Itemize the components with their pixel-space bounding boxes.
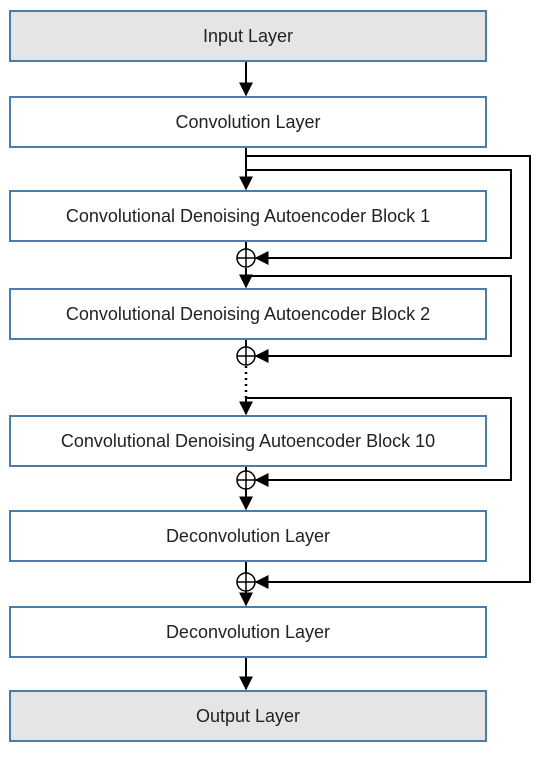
cdae-block-10-label: Convolutional Denoising Autoencoder Bloc… xyxy=(60,430,436,451)
deconvolution-layer-1-label: Deconvolution Layer xyxy=(165,525,331,546)
skip-around-block2 xyxy=(246,275,512,363)
cdae-block-2-box: Convolutional Denoising Autoencoder Bloc… xyxy=(9,288,487,340)
skip-around-block1 xyxy=(246,169,512,265)
deconvolution-layer-2-box: Deconvolution Layer xyxy=(9,606,487,658)
input-layer-label: Input Layer xyxy=(202,25,294,46)
output-layer-box: Output Layer xyxy=(9,690,487,742)
sum-node-2 xyxy=(236,346,256,366)
cdae-block-10-box: Convolutional Denoising Autoencoder Bloc… xyxy=(9,415,487,467)
cdae-block-1-label: Convolutional Denoising Autoencoder Bloc… xyxy=(65,205,431,226)
deconvolution-layer-1-box: Deconvolution Layer xyxy=(9,510,487,562)
cdae-block-2-label: Convolutional Denoising Autoencoder Bloc… xyxy=(65,303,431,324)
cdae-block-1-box: Convolutional Denoising Autoencoder Bloc… xyxy=(9,190,487,242)
sum-node-10 xyxy=(236,470,256,490)
skip-around-block10 xyxy=(246,397,512,487)
input-layer-box: Input Layer xyxy=(9,10,487,62)
sum-node-1 xyxy=(236,248,256,268)
long-skip-connection xyxy=(246,155,531,589)
deconvolution-layer-2-label: Deconvolution Layer xyxy=(165,621,331,642)
sum-node-final xyxy=(236,572,256,592)
output-layer-label: Output Layer xyxy=(195,705,301,726)
convolution-layer-box: Convolution Layer xyxy=(9,96,487,148)
convolution-layer-label: Convolution Layer xyxy=(175,111,321,132)
